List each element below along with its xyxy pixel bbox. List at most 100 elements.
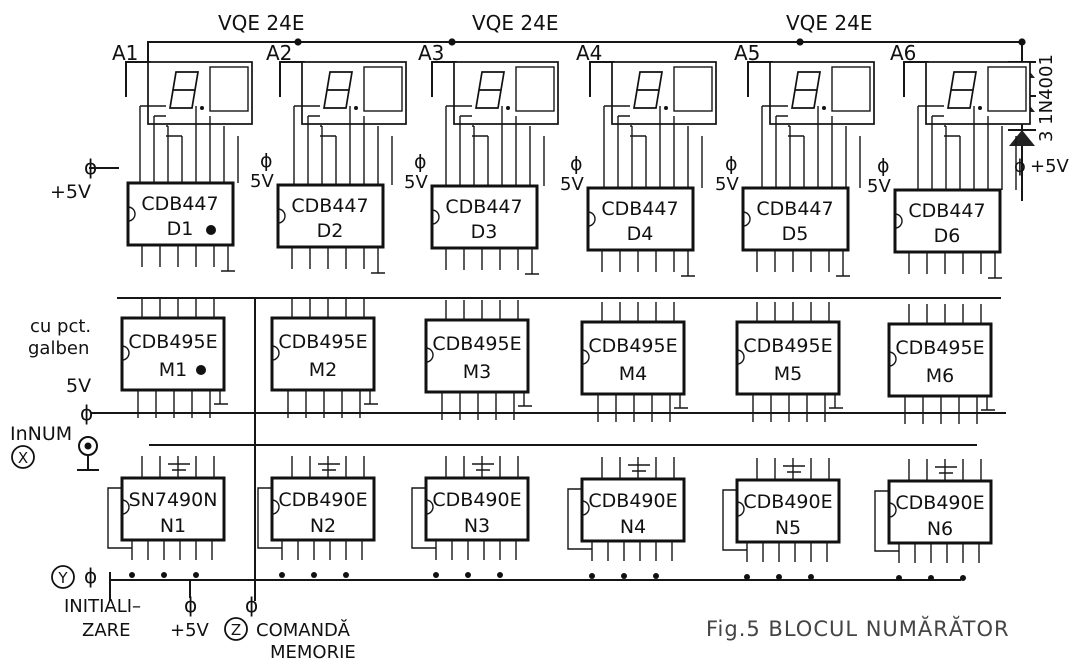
display-lead <box>589 61 615 97</box>
decoder-ref: D5 <box>782 223 809 245</box>
counter-leads <box>107 456 215 560</box>
display-pin-block <box>831 66 871 112</box>
display-lead <box>279 61 305 97</box>
input-marker: X <box>11 445 35 469</box>
display-1 <box>147 61 253 125</box>
diode-label: 3 1N4001 <box>1036 54 1057 142</box>
decoder-6 <box>893 188 1002 254</box>
memory-5 <box>735 320 841 396</box>
memory-ref: M6 <box>926 365 954 387</box>
counter-4 <box>580 477 686 543</box>
counter-leads <box>411 456 519 560</box>
rail-label-1: VQE 24E <box>218 11 305 35</box>
decoder-ref: D2 <box>317 220 344 242</box>
memory-leads <box>441 300 532 420</box>
counter-6 <box>887 479 993 545</box>
notch <box>425 347 434 363</box>
supply-terminal: ϕ <box>570 153 583 175</box>
notch <box>742 211 751 227</box>
reset-marker: Y <box>51 565 75 589</box>
counter-ref: N2 <box>310 515 336 537</box>
notch <box>736 501 745 517</box>
memory-ref: M4 <box>619 363 647 385</box>
memory-leads <box>904 304 995 424</box>
display-pin-block <box>515 66 555 112</box>
decoder-3 <box>430 184 539 250</box>
notch <box>271 499 280 515</box>
memory-part: CDB495E <box>743 335 832 357</box>
notch <box>888 502 897 518</box>
supply-label: 5V <box>867 176 891 197</box>
counter-leads <box>257 456 365 560</box>
notch <box>581 500 590 516</box>
command-label-line-2: MEMORIE <box>270 642 356 661</box>
notch <box>431 209 440 225</box>
decoder-leads <box>601 250 695 277</box>
display-pin-block <box>209 66 249 112</box>
marker-note-line-1: cu pct. <box>30 316 91 337</box>
bottom-supply-label: +5V <box>170 620 210 641</box>
counter-leads <box>722 458 830 562</box>
input-name: InNUM <box>10 423 72 445</box>
display-label: A4 <box>576 41 602 65</box>
memory-4 <box>580 320 686 396</box>
memory-part: CDB495E <box>278 331 367 353</box>
digit-icon <box>790 71 822 109</box>
counter-3 <box>424 476 530 542</box>
memory-supply-terminal: ϕ <box>80 401 93 425</box>
counter-part: CDB490E <box>743 491 832 513</box>
display-lead <box>747 61 773 97</box>
diode-supply-label: +5V <box>1030 156 1070 177</box>
notch <box>277 208 286 224</box>
supply-terminal: ϕ <box>725 153 738 175</box>
memory-leads <box>597 302 688 422</box>
display-label: A5 <box>734 41 760 65</box>
display-3 <box>453 61 559 125</box>
memory-leads <box>287 298 378 418</box>
counter-ref: N6 <box>927 518 953 540</box>
display-label: A2 <box>266 41 292 65</box>
memory-3 <box>424 318 530 394</box>
memory-1 <box>120 316 226 392</box>
marker-note-line-2: galben <box>28 338 89 359</box>
memory-leads <box>137 298 228 418</box>
memory-part: CDB495E <box>432 333 521 355</box>
supply-label: 5V <box>560 174 584 195</box>
command-terminal: ϕ <box>245 593 258 617</box>
notch <box>587 211 596 227</box>
decoder-ref: D6 <box>934 225 961 247</box>
counter-stages: A1CDB447D1CDB495EM1SN7490NN1A2CDB447D2ϕ5… <box>107 41 1031 581</box>
counter-5 <box>735 478 841 544</box>
reset-label-line-2: ZARE <box>82 620 131 641</box>
diode-3 <box>1008 129 1036 146</box>
command-marker: Z <box>224 617 248 641</box>
memory-part: CDB495E <box>588 335 677 357</box>
decoder-5 <box>741 186 850 252</box>
rail-junctions <box>294 38 1026 46</box>
display-bus <box>917 105 1017 190</box>
decoder-ref: D4 <box>627 223 654 245</box>
svg-text:Z: Z <box>231 621 241 639</box>
input-jack-icon <box>77 436 99 471</box>
notch <box>581 349 590 365</box>
supply-terminal: ϕ <box>260 150 273 172</box>
decoder-4 <box>586 186 695 252</box>
counter-part: CDB490E <box>278 489 367 511</box>
counter-part: SN7490N <box>129 489 218 511</box>
decoder-leads <box>756 250 850 277</box>
decoder-part: CDB447 <box>601 198 678 220</box>
decoder-leads <box>291 247 385 274</box>
counter-ref: N3 <box>464 515 490 537</box>
bottom-supply-terminal: ϕ <box>184 593 197 617</box>
memory-ref: M2 <box>309 359 337 381</box>
display-label: A1 <box>112 41 138 65</box>
display-bus <box>445 105 545 186</box>
decoder-leads <box>908 252 1002 279</box>
diode-supply-terminal: ϕ <box>1014 156 1026 177</box>
supply-label: 5V <box>404 172 428 193</box>
